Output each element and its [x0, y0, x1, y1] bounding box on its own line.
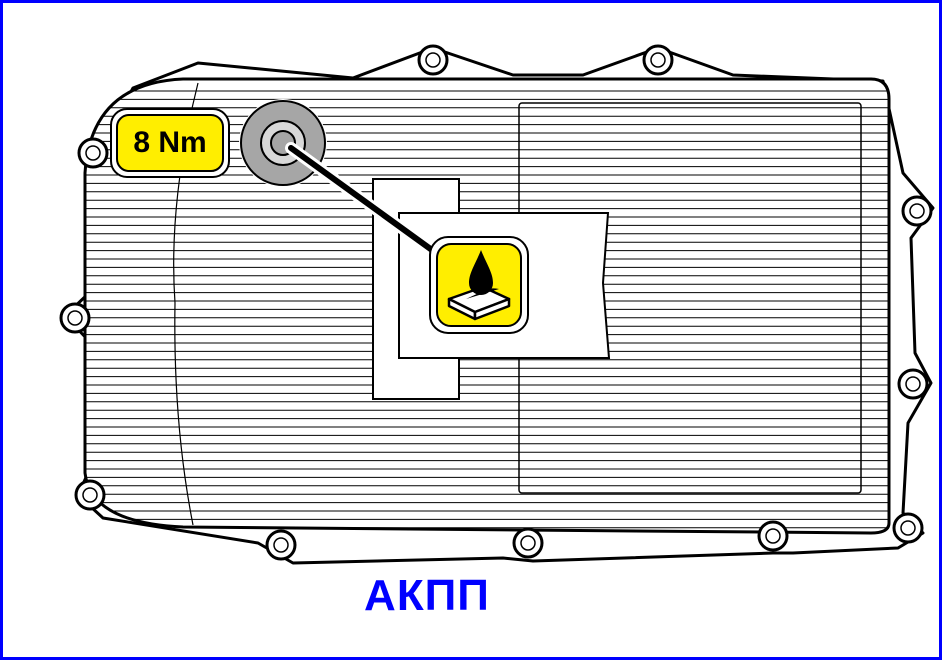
bolt — [59, 302, 91, 334]
bolt — [417, 44, 449, 76]
leader-line-core — [288, 145, 446, 261]
torque-value: 8 Nm — [133, 126, 207, 159]
oil-drop-icon — [429, 236, 529, 334]
bolt — [757, 520, 789, 552]
transmission-pan-drawing — [59, 44, 935, 565]
diagram-caption: АКПП — [364, 571, 490, 620]
bolt — [642, 44, 674, 76]
flange-bolts — [59, 44, 933, 561]
bolt — [897, 368, 929, 400]
bolt — [892, 512, 924, 544]
bolt — [901, 195, 933, 227]
bolt — [77, 137, 109, 169]
drain-plug-icon — [239, 99, 327, 187]
torque-badge — [110, 108, 230, 178]
bolt — [74, 479, 106, 511]
bolt — [512, 527, 544, 559]
bolt — [265, 529, 297, 561]
